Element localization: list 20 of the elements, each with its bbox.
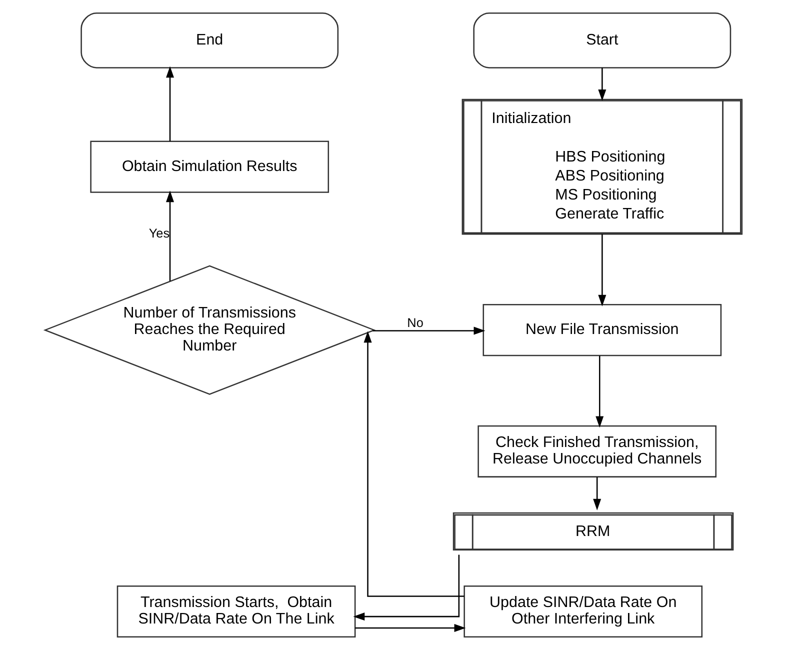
arrow bbox=[166, 190, 174, 282]
node-box: Start bbox=[472, 12, 731, 68]
arrow bbox=[598, 234, 606, 306]
arrow bbox=[592, 477, 601, 510]
arrow bbox=[166, 66, 174, 142]
arrow bbox=[595, 356, 604, 428]
edge-label: No bbox=[406, 316, 423, 330]
arrow bbox=[354, 624, 466, 632]
arrow bbox=[372, 326, 485, 335]
arrow bbox=[352, 554, 460, 621]
edge-label: Yes bbox=[148, 226, 170, 240]
arrow bbox=[363, 331, 464, 597]
node-box: Update SINR/Data Rate On Other Interfering Link bbox=[463, 585, 702, 638]
node-diamond: Number of Transmissions Reaches the Required Number bbox=[42, 265, 376, 395]
node-box: New File Transmission bbox=[482, 304, 722, 356]
arrow bbox=[598, 68, 606, 101]
node-box: Transmission Starts, Obtain SINR/Data Rate On The Link bbox=[116, 585, 356, 638]
node-box: End bbox=[80, 12, 338, 68]
node-box: Check Finished Transmission, Release Unoccupied Channels bbox=[477, 425, 716, 478]
node-box: Obtain Simulation Results bbox=[90, 140, 329, 193]
